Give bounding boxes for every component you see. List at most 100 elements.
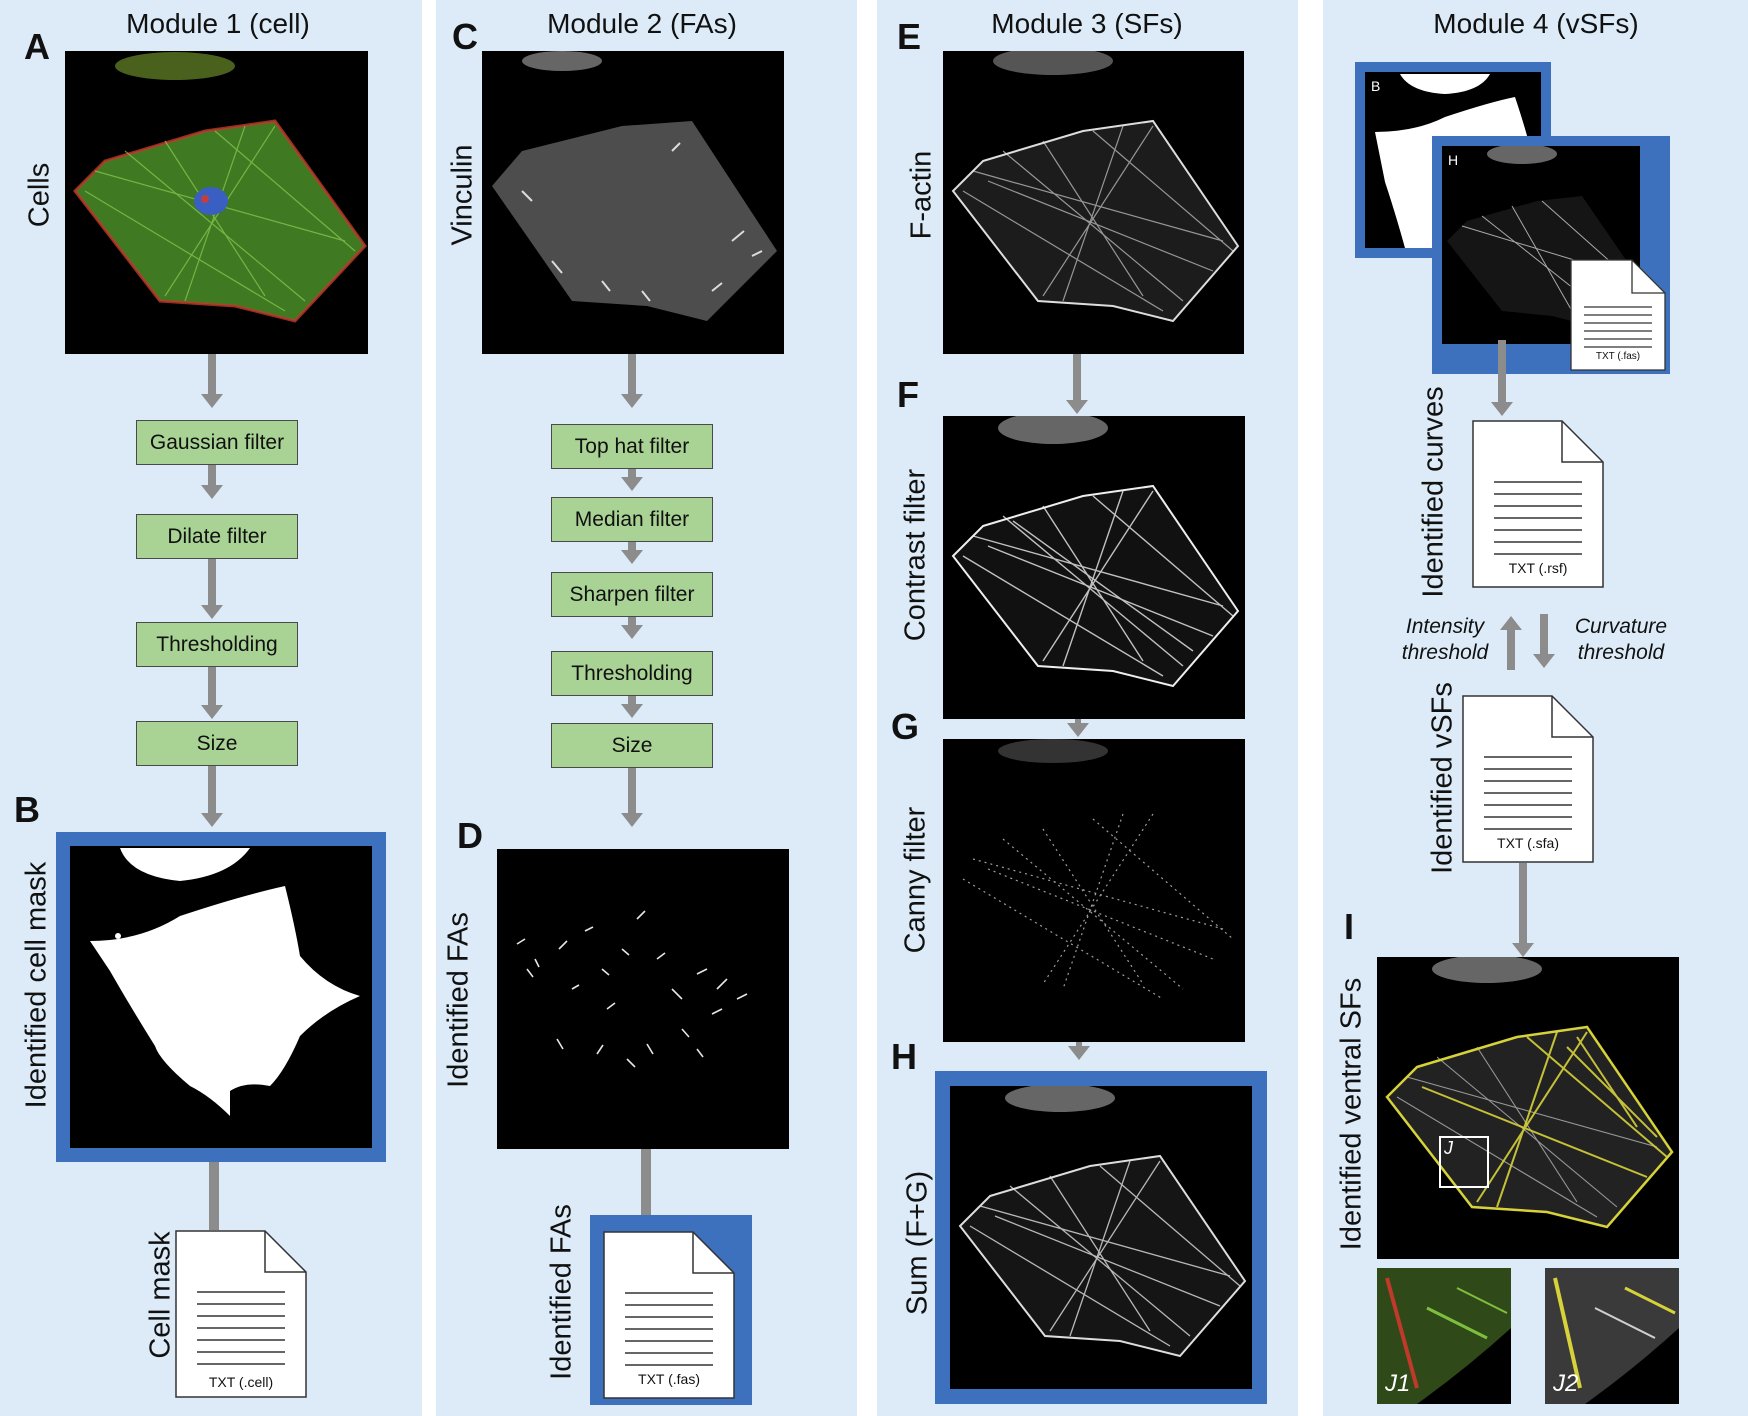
- j2-label: J2: [1553, 1370, 1579, 1397]
- arrow-head: [621, 704, 643, 718]
- arrow-shaft: [1076, 1042, 1082, 1046]
- panel-letter-i: I: [1344, 906, 1355, 947]
- inset-doc-caption: TXT (.fas): [1595, 351, 1641, 362]
- panel-letter-a: A: [24, 26, 50, 67]
- module-3-title: Module 3 (SFs): [991, 8, 1183, 39]
- sharpen-filter-step: Sharpen filter: [551, 572, 713, 617]
- arrow-head: [1068, 1046, 1090, 1060]
- identified-fas-doc-label: Identified FAs: [545, 1204, 578, 1380]
- vinculin-label: Vinculin: [446, 144, 479, 246]
- arrow-shaft: [628, 354, 636, 394]
- canny-filter-label: Canny filter: [899, 806, 932, 954]
- panel-letter-g: G: [891, 706, 920, 747]
- arrow-head: [1512, 943, 1534, 957]
- cell-mask-frame: [56, 832, 386, 1162]
- arrow-head: [1491, 402, 1513, 416]
- arrow-head: [201, 485, 223, 499]
- vsfs-doc-caption: TXT (.sfa): [1497, 835, 1559, 851]
- arrow-shaft: [628, 617, 636, 625]
- panel-letter-b: B: [14, 789, 40, 830]
- j1-label: J1: [1385, 1370, 1411, 1397]
- arrow-shaft: [208, 354, 216, 394]
- module-2-title: Module 2 (FAs): [547, 8, 737, 39]
- curves-doc-caption: TXT (.rsf): [1508, 560, 1568, 576]
- arrow-shaft: [1498, 340, 1506, 402]
- cells-label: Cells: [23, 162, 56, 228]
- f-actin-label: F-actin: [905, 150, 938, 240]
- panel-letter-f: F: [897, 374, 919, 415]
- size-step-2: Size: [551, 723, 713, 768]
- arrow-shaft: [1073, 354, 1081, 400]
- cells-image: [65, 51, 368, 354]
- identified-ventral-sfs-label: Identified ventral SFs: [1335, 977, 1368, 1251]
- arrow-shaft: [208, 465, 216, 485]
- gaussian-filter-step: Gaussian filter: [136, 420, 298, 465]
- arrow-shaft: [641, 1149, 651, 1215]
- cell-mask-label: Identified cell mask: [20, 861, 53, 1109]
- arrow-head: [201, 813, 223, 827]
- arrow-down-shaft: [1540, 614, 1548, 654]
- thresholding-step: Thresholding: [136, 622, 298, 667]
- identified-curves-label: Identified curves: [1417, 386, 1450, 598]
- ventral-sfs-image: J: [1377, 957, 1679, 1259]
- panel-letter-h: H: [891, 1036, 917, 1077]
- arrow-shaft: [208, 559, 216, 605]
- module-1-title: Module 1 (cell): [126, 8, 310, 39]
- arrow-shaft: [628, 542, 636, 550]
- f-actin-image: [943, 51, 1244, 354]
- sum-label: Sum (F+G): [901, 1170, 934, 1316]
- dilate-filter-step: Dilate filter: [136, 514, 298, 559]
- cell-mask-image: [70, 846, 372, 1148]
- arrow-head: [621, 477, 643, 491]
- arrow-shaft: [628, 696, 636, 704]
- fas-doc-caption: TXT (.fas): [638, 1371, 700, 1387]
- median-filter-step: Median filter: [551, 497, 713, 542]
- contrast-filter-image: [943, 416, 1245, 719]
- thresholding-step-2: Thresholding: [551, 651, 713, 696]
- arrow-up-head: [1500, 616, 1522, 630]
- module-4-title: Module 4 (vSFs): [1433, 8, 1639, 39]
- panel-letter-e: E: [897, 16, 922, 57]
- identified-fas-label: Identified FAs: [442, 912, 475, 1088]
- inset-fas-document-icon: TXT (.fas): [1570, 259, 1666, 371]
- arrow-shaft: [209, 1162, 219, 1230]
- panel-letter-d: D: [457, 815, 483, 856]
- canny-filter-image: [943, 739, 1245, 1042]
- identified-fas-image: [497, 849, 789, 1149]
- roi-tag: J: [1444, 1138, 1453, 1158]
- contrast-filter-label: Contrast filter: [899, 468, 932, 642]
- arrow-head: [621, 625, 643, 639]
- arrow-head: [201, 605, 223, 619]
- fas-document-icon: TXT (.fas): [603, 1231, 735, 1399]
- arrow-up-shaft: [1507, 630, 1515, 670]
- arrow-shaft: [628, 469, 636, 477]
- zoom-j1-image: J1: [1377, 1268, 1511, 1404]
- sum-image: [950, 1086, 1252, 1389]
- panel-letter-c: C: [452, 16, 478, 57]
- arrow-head: [201, 394, 223, 408]
- arrow-shaft: [628, 768, 636, 813]
- arrow-shaft: [1075, 719, 1081, 723]
- vsfs-document-icon: TXT (.sfa): [1462, 695, 1594, 863]
- arrow-head: [621, 394, 643, 408]
- identified-vsfs-label: Identified vSFs: [1426, 682, 1459, 874]
- vinculin-image: [482, 51, 784, 354]
- arrow-head: [621, 550, 643, 564]
- arrow-head: [1066, 400, 1088, 414]
- cell-mask-doc-caption: TXT (.cell): [208, 1374, 274, 1390]
- inset-h-tag: H: [1448, 152, 1459, 168]
- cell-mask-document-icon: TXT (.cell): [175, 1230, 307, 1398]
- arrow-shaft: [208, 667, 216, 705]
- size-step: Size: [136, 721, 298, 766]
- arrow-shaft: [1519, 863, 1527, 943]
- arrow-head: [1067, 723, 1089, 737]
- top-hat-filter-step: Top hat filter: [551, 424, 713, 469]
- zoom-j2-image: J2: [1545, 1268, 1679, 1404]
- arrow-down-head: [1533, 654, 1555, 668]
- curves-document-icon: TXT (.rsf): [1472, 420, 1604, 588]
- inset-b-tag: B: [1371, 78, 1381, 94]
